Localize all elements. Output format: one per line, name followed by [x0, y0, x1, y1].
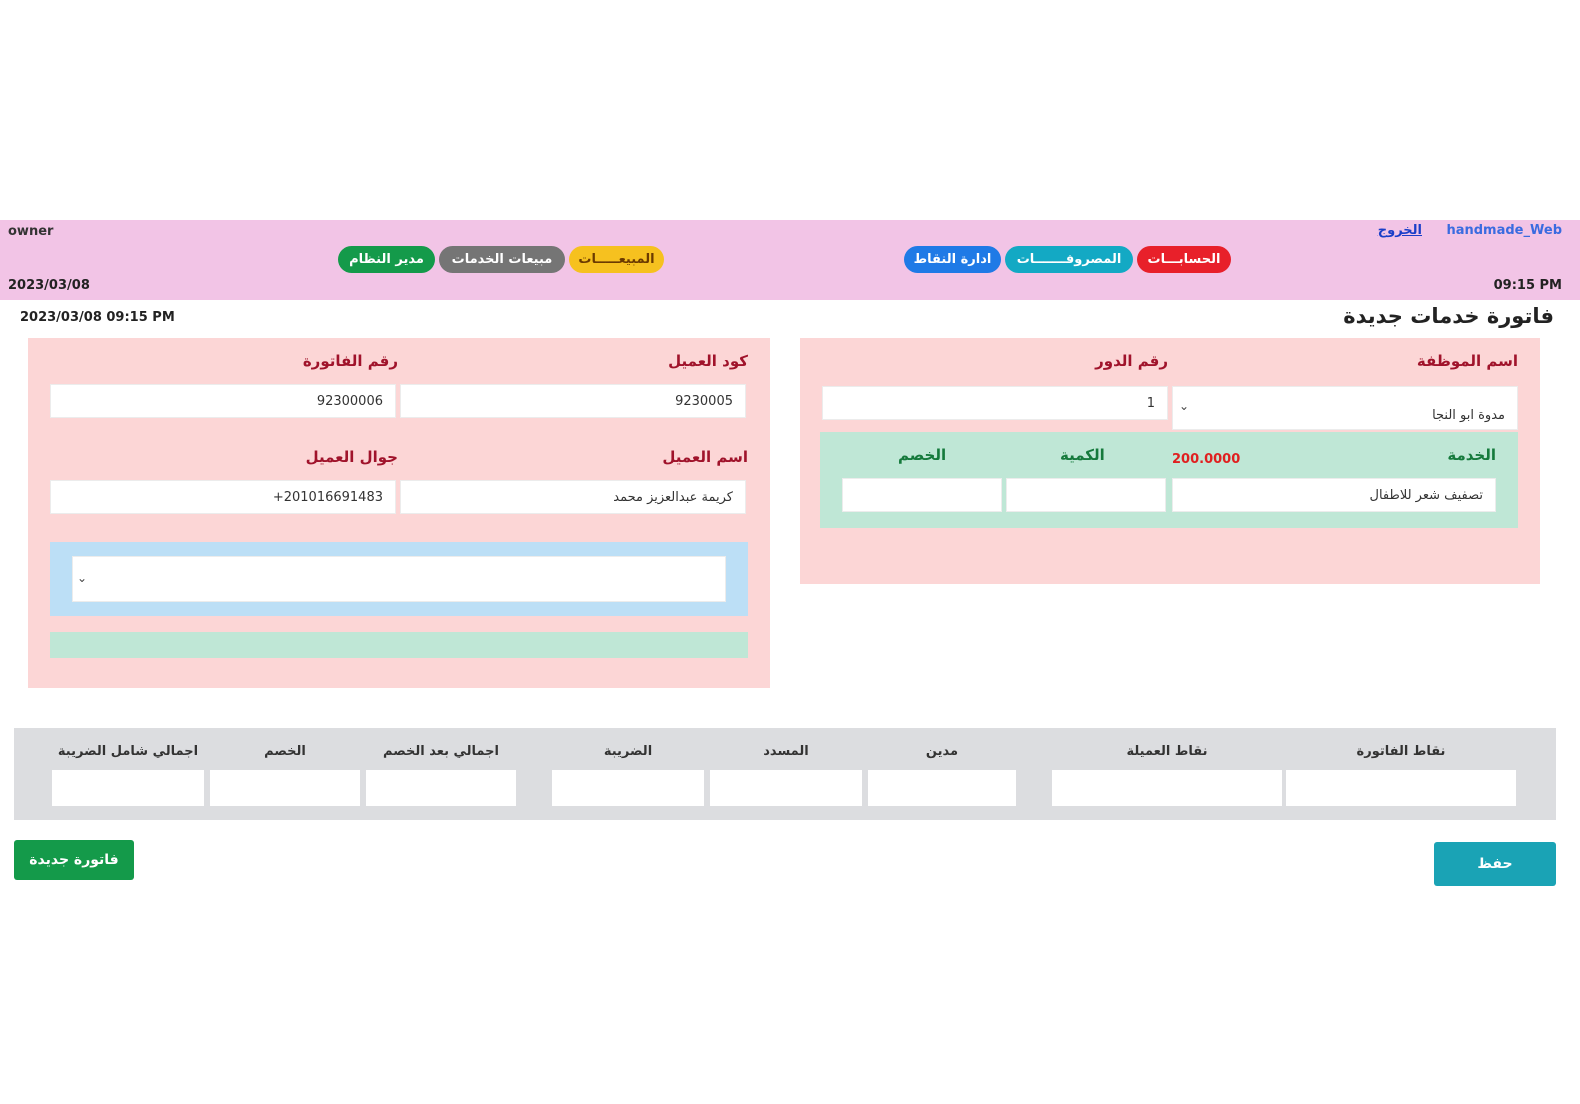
customer-search-box: ⌄: [50, 542, 748, 616]
customer-mobile-label: جوال العميل: [305, 448, 398, 466]
debtor-label: مدين: [925, 744, 959, 759]
quantity-input[interactable]: [1006, 478, 1166, 512]
employee-select[interactable]: ⌄ مدوة ابو النجا: [1172, 386, 1518, 430]
invoice-number-label: رقم الفاتورة: [302, 352, 398, 370]
header-time: 09:15 PM: [1493, 278, 1562, 293]
total-with-tax-input[interactable]: [52, 770, 204, 806]
service-label: الخدمة: [1447, 446, 1496, 464]
new-invoice-button[interactable]: فاتورة جديدة: [14, 840, 134, 880]
customer-dropdown[interactable]: ⌄: [72, 556, 726, 602]
nav-service-sales-button[interactable]: مبيعات الخدمات: [439, 246, 565, 273]
total-after-discount-input[interactable]: [366, 770, 516, 806]
tax-input[interactable]: [552, 770, 704, 806]
paid-input[interactable]: [710, 770, 862, 806]
page-title: فاتورة خدمات جديدة: [1343, 304, 1554, 328]
service-discount-input[interactable]: [842, 478, 1002, 512]
nav-expenses-button[interactable]: المصروفـــــــات: [1005, 246, 1133, 273]
customer-code-input[interactable]: 9230005: [400, 384, 746, 418]
employee-panel: اسم الموظفة رقم الدور ⌄ مدوة ابو النجا 1…: [800, 338, 1540, 584]
page-datetime: 2023/03/08 09:15 PM: [20, 310, 175, 325]
service-box: الخدمة 200.0000 الكمية الخصم تصفيف شعر ل…: [820, 432, 1518, 528]
app-name: handmade_Web: [1446, 223, 1562, 238]
turn-label: رقم الدور: [1095, 352, 1168, 370]
customer-code-label: كود العميل: [668, 352, 748, 370]
quantity-label: الكمية: [1060, 446, 1105, 464]
paid-label: المسدد: [763, 744, 809, 759]
nav-points-button[interactable]: ادارة النقاط: [904, 246, 1001, 273]
service-price: 200.0000: [1172, 452, 1241, 467]
invoice-points-input[interactable]: [1286, 770, 1516, 806]
header-date: 2023/03/08: [8, 278, 90, 293]
invoice-points-label: نقاط الفاتورة: [1356, 744, 1446, 759]
invoice-number-input[interactable]: 92300006: [50, 384, 396, 418]
current-user: owner: [8, 224, 54, 239]
customer-mobile-input[interactable]: +201016691483: [50, 480, 396, 514]
totals-panel: نقاط الفاتورة نقاط العميلة مدين المسدد ا…: [14, 728, 1556, 820]
discount-total-label: الخصم: [264, 744, 306, 759]
save-button[interactable]: حفظ: [1434, 842, 1556, 886]
chevron-down-icon: ⌄: [77, 571, 88, 585]
nav-sales-button[interactable]: المبيعـــــات: [569, 246, 664, 273]
chevron-down-icon: ⌄: [1179, 399, 1190, 413]
debtor-input[interactable]: [868, 770, 1016, 806]
employee-select-value: مدوة ابو النجا: [1432, 408, 1505, 423]
nav-accounts-button[interactable]: الحسابـــات: [1137, 246, 1231, 273]
nav-admin-button[interactable]: مدير النظام: [338, 246, 435, 273]
total-after-discount-label: اجمالي بعد الخصم: [383, 744, 499, 759]
service-input[interactable]: تصفيف شعر للاطفال: [1172, 478, 1496, 512]
discount-label: الخصم: [898, 446, 947, 464]
turn-number-input[interactable]: 1: [822, 386, 1168, 420]
discount-total-input[interactable]: [210, 770, 360, 806]
employee-label: اسم الموظفة: [1416, 352, 1518, 370]
customer-name-label: اسم العميل: [662, 448, 748, 466]
customer-points-label: نقاط العميلة: [1126, 744, 1208, 759]
customer-name-input[interactable]: كريمة عبدالعزيز محمد: [400, 480, 746, 514]
tax-label: الضريبة: [603, 744, 653, 759]
customer-panel: كود العميل رقم الفاتورة 9230005 92300006…: [28, 338, 770, 688]
total-with-tax-label: اجمالي شامل الضريبة: [57, 744, 199, 759]
customer-points-input[interactable]: [1052, 770, 1282, 806]
logout-link[interactable]: الخروج: [1377, 223, 1422, 238]
top-nav-bar: owner 2023/03/08 09:15 PM handmade_Web ا…: [0, 220, 1580, 300]
status-bar: [50, 632, 748, 658]
